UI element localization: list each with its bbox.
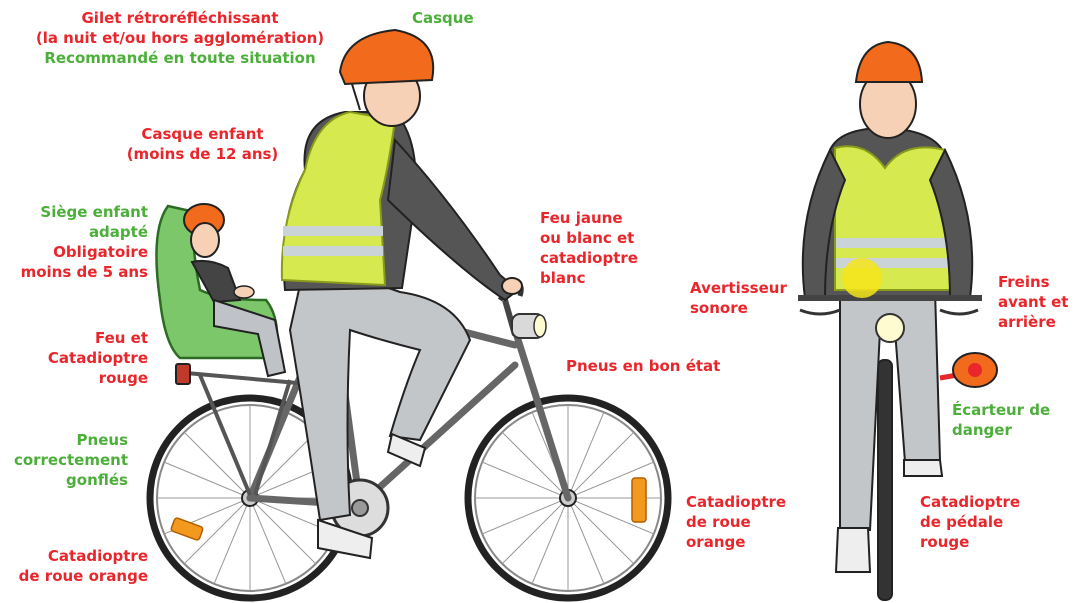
label-gilet: Gilet rétroréfléchissant (la nuit et/ou … xyxy=(20,8,340,48)
bell xyxy=(842,258,882,298)
adult-rider-side xyxy=(282,30,522,558)
label-feu-avant: Feu jaune ou blanc et catadioptre blanc xyxy=(540,208,638,288)
label-feu-arriere: Feu et Catadioptre rouge xyxy=(0,328,148,388)
label-pneus-gonfles: Pneus correctement gonflés xyxy=(0,430,128,490)
label-avertisseur: Avertisseur sonore xyxy=(690,278,787,318)
label-ecarteur: Écarteur de danger xyxy=(952,400,1050,440)
label-siege-obligatoire: Obligatoire moins de 5 ans xyxy=(0,242,148,282)
label-pneus-bon-etat: Pneus en bon état xyxy=(566,356,720,376)
rear-wheel-reflector xyxy=(171,517,204,540)
rear-light xyxy=(176,364,190,384)
label-casque: Casque xyxy=(412,8,474,28)
front-lamp xyxy=(512,314,546,338)
label-casque-enfant: Casque enfant (moins de 12 ans) xyxy=(100,124,305,164)
label-catadioptre-pedale: Catadioptre de pédale rouge xyxy=(920,492,1020,552)
front-wheel-reflector xyxy=(632,478,646,522)
label-freins: Freins avant et arrière xyxy=(998,272,1068,332)
label-siege-enfant: Siège enfant adapté xyxy=(0,202,148,242)
label-catadioptre-roue-arriere: Catadioptre de roue orange xyxy=(0,546,148,586)
label-gilet-recommande: Recommandé en toute situation xyxy=(20,48,340,68)
front-view-lamp xyxy=(876,314,904,342)
label-catadioptre-roue-avant: Catadioptre de roue orange xyxy=(686,492,786,552)
